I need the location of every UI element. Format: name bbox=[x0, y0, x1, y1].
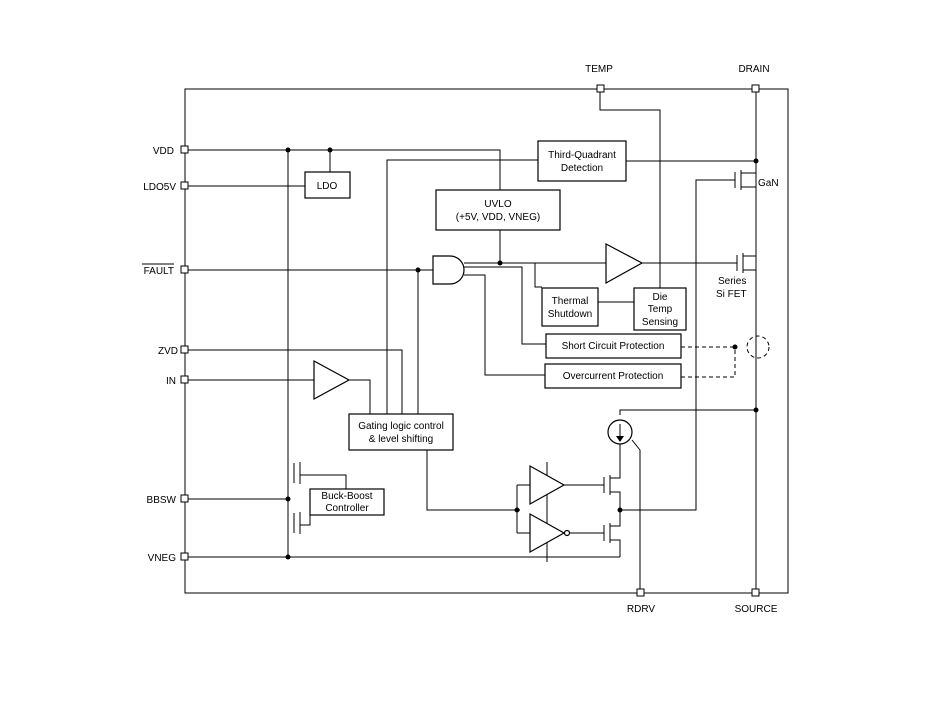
die-temp-label-3: Sensing bbox=[642, 317, 678, 328]
pin-label-bbsw: BBSW bbox=[147, 495, 177, 506]
driver-fets bbox=[603, 475, 621, 557]
ldo-label: LDO bbox=[317, 181, 338, 192]
gan-label: GaN bbox=[758, 178, 779, 189]
pin-label-temp: TEMP bbox=[585, 64, 613, 75]
ldo-block bbox=[304, 171, 351, 199]
short-circuit-block bbox=[545, 333, 682, 359]
thermal-label-2: Shutdown bbox=[548, 309, 592, 320]
pin-temp bbox=[596, 84, 605, 93]
buck-boost-fets bbox=[287, 462, 301, 557]
pin-zvd bbox=[180, 345, 189, 354]
pin-bbsw bbox=[180, 494, 189, 503]
inverter-bubble bbox=[563, 529, 571, 537]
pin-label-in: IN bbox=[166, 376, 176, 387]
current-sense-element bbox=[746, 335, 770, 359]
overcurrent-block bbox=[544, 363, 682, 389]
pin-label-ldo5v: LDO5V bbox=[143, 182, 176, 193]
buck-boost-label-1: Buck-Boost bbox=[321, 491, 372, 502]
pin-in bbox=[180, 375, 189, 384]
chip-outline bbox=[184, 88, 789, 594]
thermal-shutdown-block bbox=[541, 287, 599, 327]
power-fets bbox=[734, 161, 757, 273]
gating-logic-block bbox=[348, 413, 454, 451]
pin-ldo5v bbox=[180, 181, 189, 190]
pin-source bbox=[751, 588, 760, 597]
gating-label-2: & level shifting bbox=[369, 434, 433, 445]
pin-label-vneg: VNEG bbox=[148, 553, 177, 564]
pin-label-zvd: ZVD bbox=[158, 346, 178, 357]
pin-label-fault: FAULT bbox=[144, 266, 174, 277]
third-quadrant-block bbox=[537, 140, 627, 182]
pin-fault bbox=[180, 265, 189, 274]
die-temp-label-1: Die bbox=[652, 292, 667, 303]
pin-label-drain: DRAIN bbox=[738, 64, 769, 75]
pin-drain bbox=[751, 84, 760, 93]
third-quadrant-label-2: Detection bbox=[561, 163, 603, 174]
die-temp-label-2: Temp bbox=[648, 304, 673, 315]
gating-label-1: Gating logic control bbox=[358, 421, 444, 432]
fault-buffer bbox=[605, 243, 644, 285]
uvlo-label-2: (+5V, VDD, VNEG) bbox=[456, 212, 540, 223]
wiring bbox=[188, 92, 757, 590]
die-temp-block bbox=[633, 287, 687, 331]
uvlo-label-1: UVLO bbox=[484, 199, 511, 210]
pin-label-vdd: VDD bbox=[153, 146, 174, 157]
series-label-2: Si FET bbox=[716, 289, 747, 300]
input-buffer bbox=[313, 359, 351, 401]
overcurrent-label: Overcurrent Protection bbox=[563, 371, 664, 382]
pins bbox=[180, 84, 760, 597]
pin-rdrv bbox=[636, 588, 645, 597]
buck-boost-block bbox=[309, 488, 385, 516]
third-quadrant-label-1: Third-Quadrant bbox=[548, 150, 616, 161]
pin-vdd bbox=[180, 145, 189, 154]
junctions bbox=[285, 147, 759, 560]
pin-label-rdrv: RDRV bbox=[627, 604, 655, 615]
thermal-label-1: Thermal bbox=[552, 296, 589, 307]
short-circuit-label: Short Circuit Protection bbox=[562, 341, 665, 352]
pin-label-source: SOURCE bbox=[735, 604, 778, 615]
and-gate bbox=[432, 255, 465, 285]
uvlo-block bbox=[435, 189, 561, 231]
series-label-1: Series bbox=[718, 276, 746, 287]
buck-boost-label-2: Controller bbox=[325, 503, 369, 514]
pin-vneg bbox=[180, 552, 189, 561]
